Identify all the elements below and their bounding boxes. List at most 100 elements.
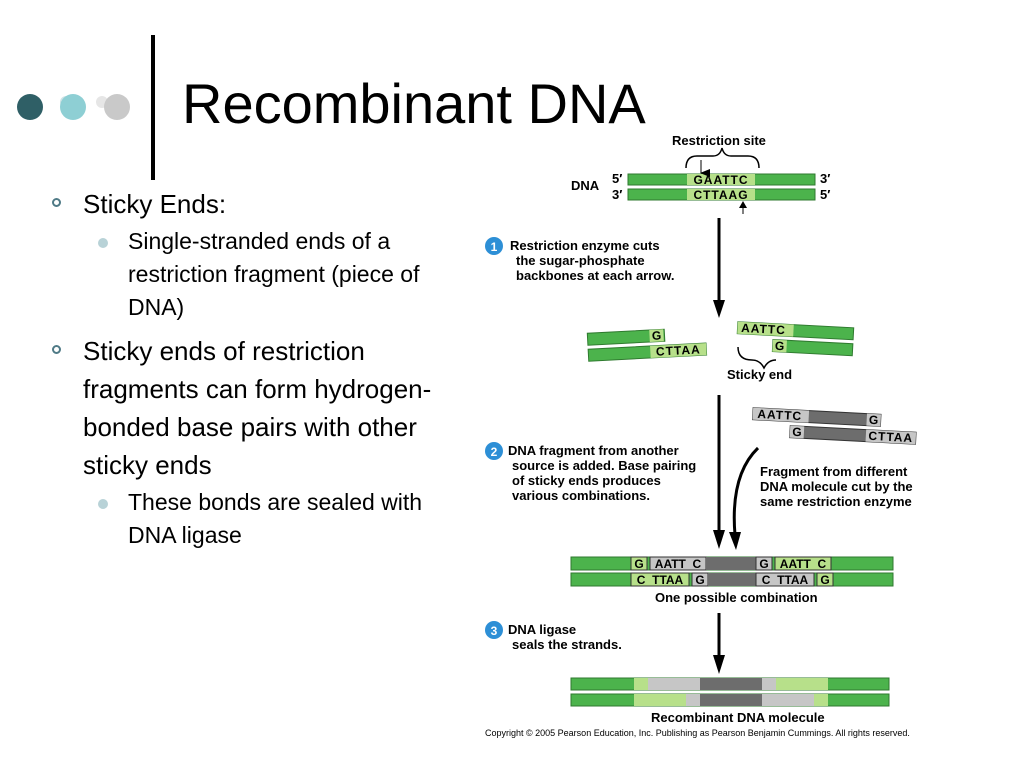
fragment-note-line: same restriction enzyme: [760, 494, 912, 509]
bullet-list: Sticky Ends: Single-stranded ends of a r…: [46, 185, 466, 560]
end-3prime-label: 3′: [820, 171, 830, 186]
sticky-highlight: [866, 413, 881, 427]
step-text-line: various combinations.: [512, 488, 650, 503]
recombinant-segment: [648, 678, 700, 690]
decor-dot-dark: [17, 94, 43, 120]
sub-bullet-text: Single-stranded ends of a restriction fr…: [128, 228, 420, 320]
decor-dot-light: [104, 94, 130, 120]
combo-segment: [755, 556, 773, 571]
sticky-highlight: [789, 425, 805, 439]
dna-label: DNA: [571, 178, 600, 193]
fragment-seq: AATTC: [757, 407, 802, 423]
site-highlight-bottom: [687, 189, 755, 200]
sticky-highlight: [772, 339, 787, 353]
step-number: 3: [491, 624, 498, 638]
combo-segment: [816, 572, 834, 587]
sticky-highlight: [865, 429, 917, 445]
left-fragment: G CTTAA: [586, 328, 708, 362]
restriction-site-label: Restriction site: [672, 133, 766, 148]
combo-seq: AATT C: [780, 557, 827, 571]
fragment-note-line: DNA molecule cut by the: [760, 479, 913, 494]
bullet-item: Sticky Ends:: [46, 185, 466, 223]
site-bottom-sequence: CTTAAG: [693, 188, 748, 202]
sticky-highlight: [752, 407, 810, 423]
combo-seq: C TTAA: [762, 573, 809, 587]
sub-bullet-marker-icon: [98, 499, 108, 509]
step-text-line: of sticky ends produces: [512, 473, 661, 488]
recombinant-segment: [700, 678, 762, 690]
recombinant-segment: [634, 678, 648, 690]
bullet-item: Sticky ends of restriction fragments can…: [46, 332, 466, 484]
combo-seq: C TTAA: [637, 573, 684, 587]
end-5prime-label: 5′: [612, 171, 622, 186]
fragment-seq: G: [775, 339, 785, 353]
recombinant-segment: [762, 678, 776, 690]
title-divider: [151, 35, 155, 180]
fragment-seq: G: [869, 413, 879, 427]
recombinant-segment: [762, 694, 814, 706]
sticky-end-brace: [737, 346, 777, 370]
recombinant-segment: [686, 694, 700, 706]
combo-seq: G: [695, 573, 704, 587]
fragment-seq: G: [792, 425, 802, 439]
combo-segment: [708, 573, 756, 586]
step-number: 1: [491, 240, 498, 254]
combo-segment: [774, 556, 832, 571]
copyright-text: Copyright © 2005 Pearson Education, Inc.…: [485, 728, 910, 738]
end-5prime-label: 5′: [820, 187, 830, 202]
step-text-line: DNA fragment from another: [508, 443, 679, 458]
sticky-end-label: Sticky end: [727, 367, 792, 382]
curved-arrow: [732, 446, 760, 536]
fragment-strand: [586, 328, 666, 346]
combination-label: One possible combination: [655, 590, 818, 605]
combo-segment: [755, 572, 815, 587]
end-3prime-label: 3′: [612, 187, 622, 202]
step-number: 2: [491, 445, 498, 459]
combo-seq: G: [820, 573, 829, 587]
process-arrow-head: [713, 655, 725, 674]
bullet-text: Sticky ends of restriction fragments can…: [83, 336, 432, 480]
fragment-note: Fragment from different DNA molecule cut…: [760, 464, 916, 509]
foreign-fragment: AATTC G G CTTAA: [752, 407, 917, 445]
step-number-badge: [485, 237, 503, 255]
process-arrow-head: [713, 300, 725, 318]
step-number-badge: [485, 621, 503, 639]
sub-bullet-item: These bonds are sealed with DNA ligase: [46, 486, 466, 552]
combo-seq: AATT C: [655, 557, 702, 571]
fragment-seq: CTTAA: [656, 342, 701, 358]
recombinant-segment: [814, 694, 828, 706]
recombinant-dna-diagram: Restriction site DNA 5′ 3′ 3′ 5′ GAATTC …: [485, 133, 917, 738]
step-1-text: Restriction enzyme cuts the sugar-phosph…: [510, 238, 674, 283]
step-number-badge: [485, 442, 503, 460]
combo-seq: G: [759, 557, 768, 571]
combo-segment: [630, 556, 648, 571]
sticky-highlight: [649, 329, 664, 343]
sub-bullet-item: Single-stranded ends of a restriction fr…: [46, 225, 466, 324]
fragment-note-line: Fragment from different: [760, 464, 908, 479]
cut-arrow-bottom-head: [739, 201, 747, 208]
site-top-sequence: GAATTC: [693, 173, 748, 187]
step-3-text: DNA ligase seals the strands.: [508, 622, 622, 652]
slide-title: Recombinant DNA: [182, 72, 646, 135]
fragment-seq: AATTC: [741, 321, 786, 337]
step-text-line: source is added. Base pairing: [512, 458, 696, 473]
step-text-line: DNA ligase: [508, 622, 576, 637]
right-fragment: AATTC G: [736, 321, 855, 357]
bullet-marker-icon: [52, 345, 61, 354]
recombinant-molecule: [570, 677, 890, 707]
sticky-highlight: [650, 343, 707, 358]
recombinant-segment: [776, 678, 828, 690]
recombinant-label: Recombinant DNA molecule: [651, 710, 825, 725]
recombinant-segment: [700, 694, 762, 706]
site-highlight-top: [687, 174, 755, 185]
recombinant-segment: [634, 694, 686, 706]
combined-molecule: G AATT C G AATT C C TTAA G C TTAA G: [570, 556, 894, 587]
combo-segment: [706, 557, 756, 570]
step-2-text: DNA fragment from another source is adde…: [508, 443, 700, 503]
decorative-dots: [0, 0, 140, 200]
sub-bullet-text: These bonds are sealed with DNA ligase: [128, 489, 423, 548]
fragment-seq: CTTAA: [868, 429, 913, 445]
bullet-text: Sticky Ends:: [83, 189, 227, 219]
sub-bullet-marker-icon: [98, 238, 108, 248]
bullet-marker-icon: [52, 198, 61, 207]
